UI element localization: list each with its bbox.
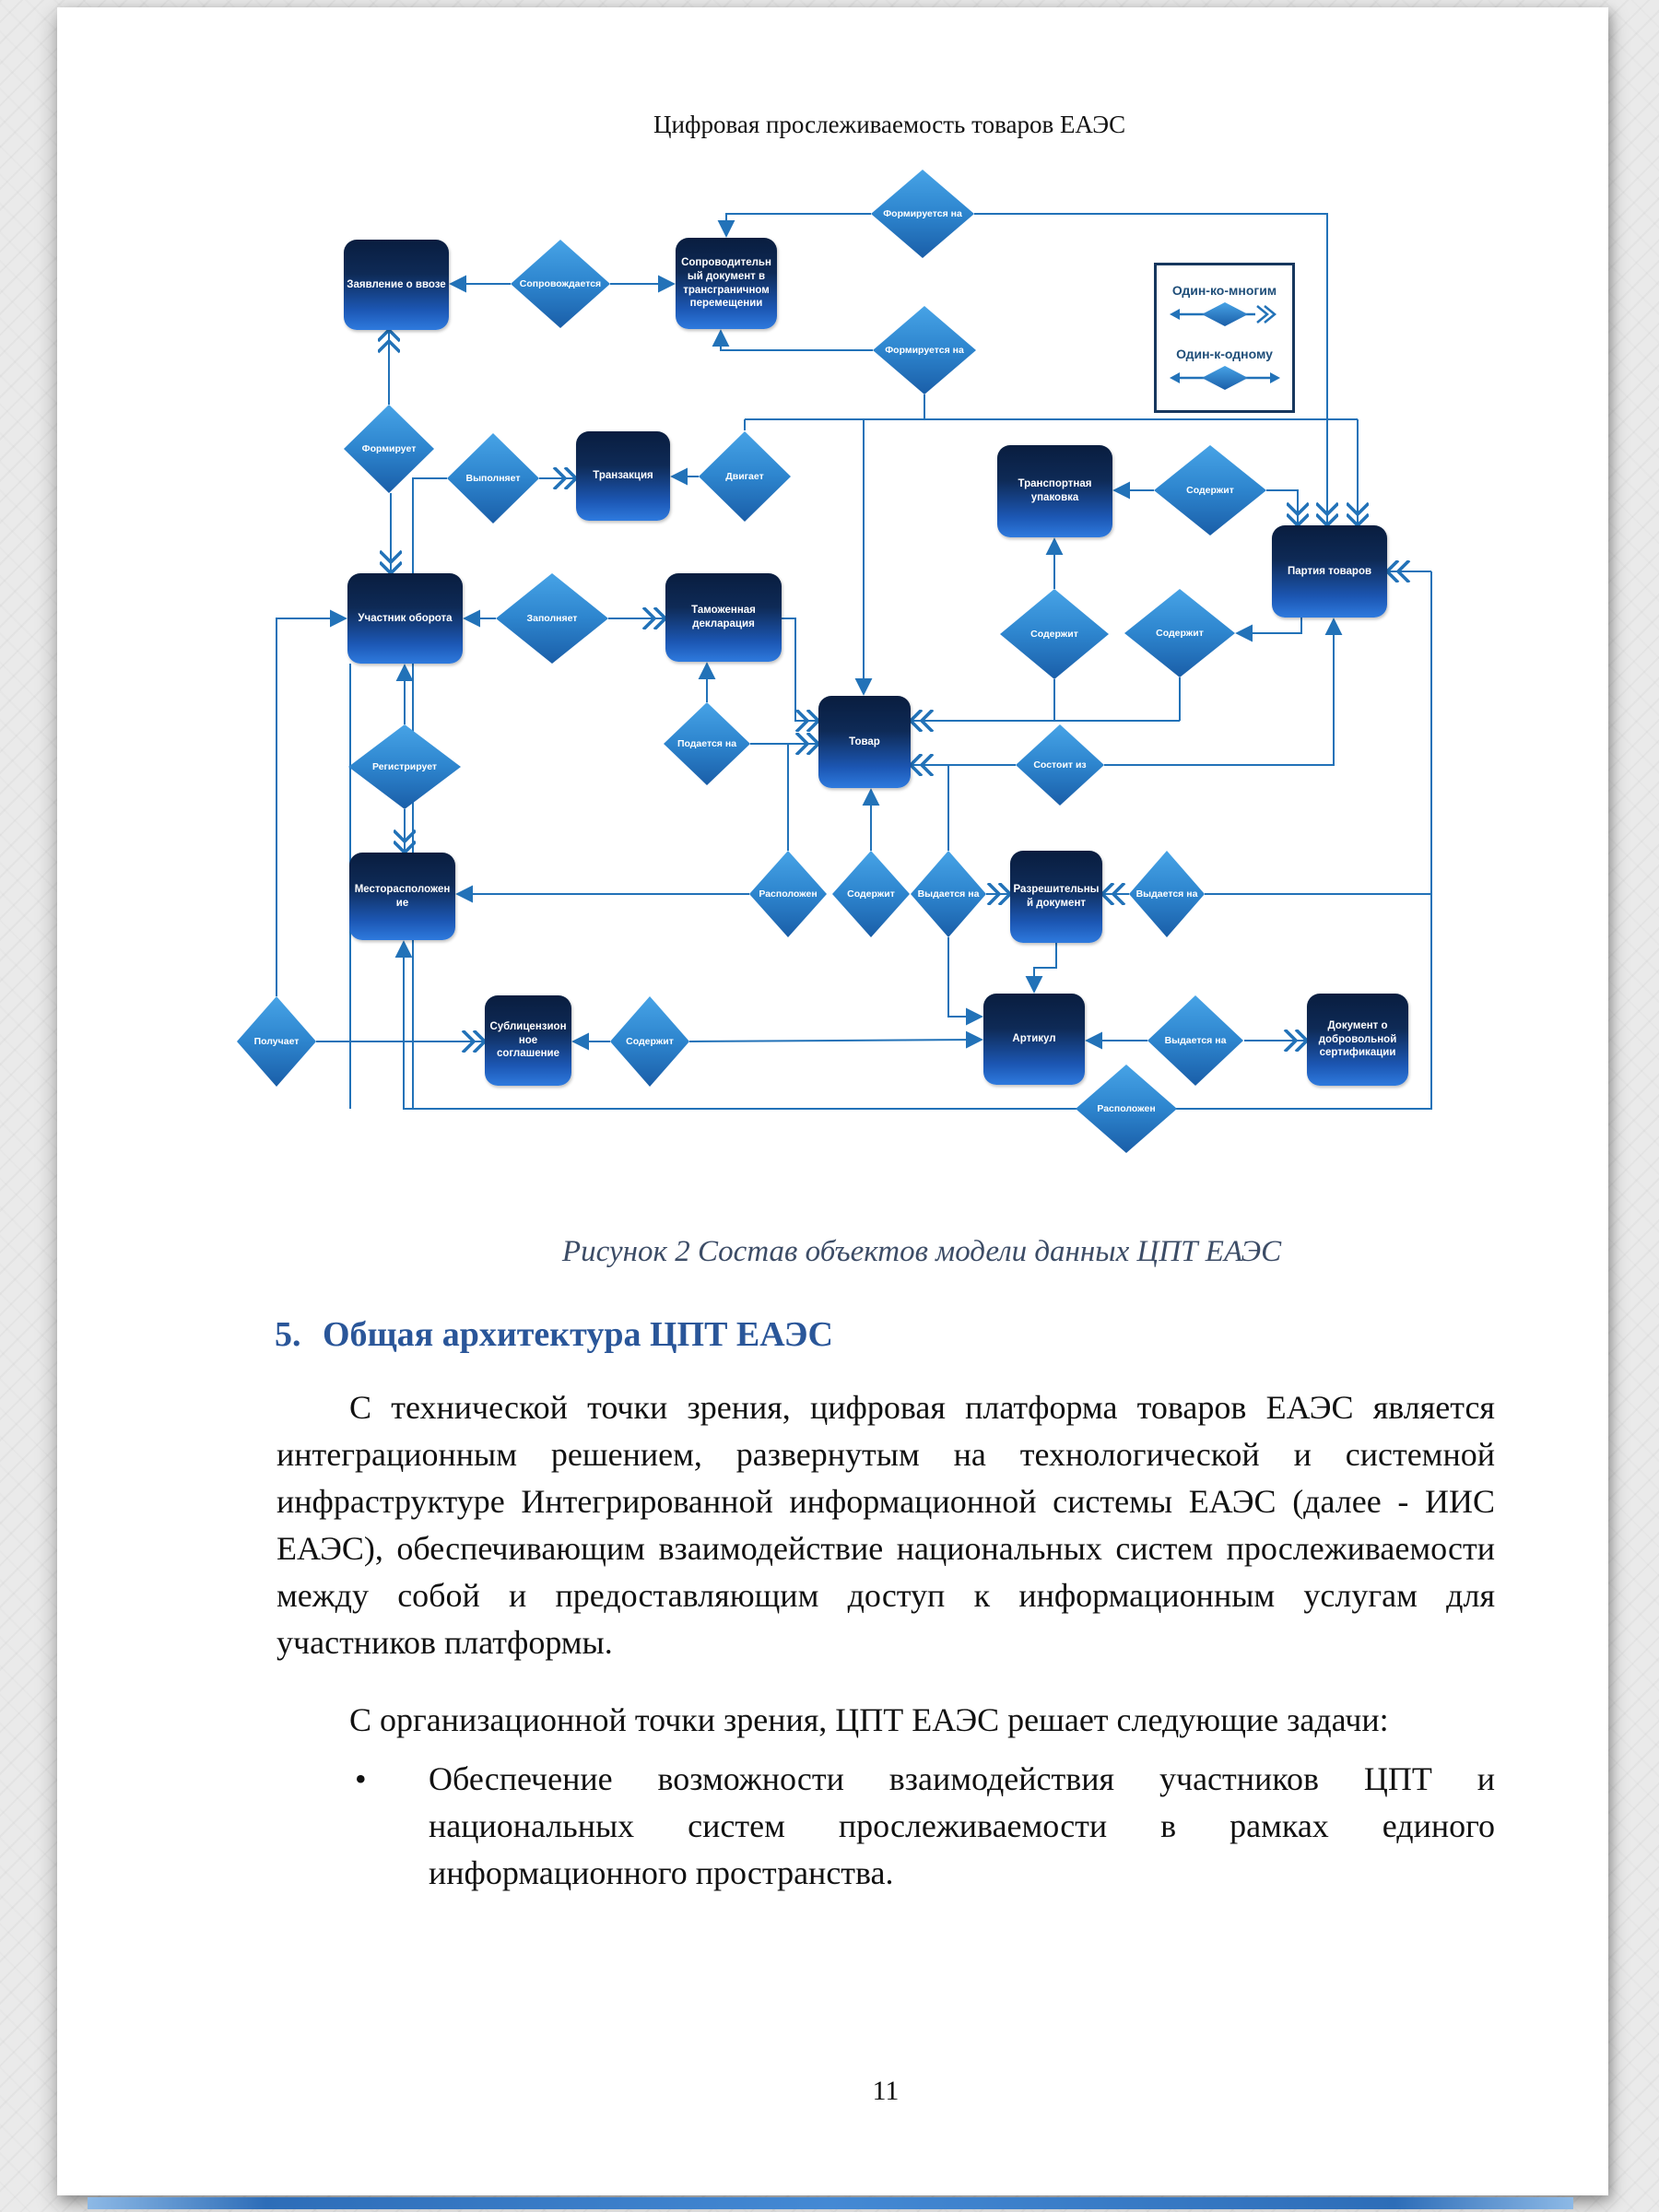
entity-label: Транспортная упаковка <box>1018 478 1092 503</box>
entity-sublicenz-soglashenie: Сублицензионное соглашение <box>485 995 571 1086</box>
entity-tovar: Товар <box>818 696 911 788</box>
legend-one-to-one-label: Один-к-одному <box>1176 347 1273 361</box>
one-to-one-icon <box>1169 366 1280 390</box>
relation-vydaetsya-na-2: Выдается на <box>1129 851 1205 937</box>
entity-label: Участник оборота <box>358 612 453 624</box>
entity-label: Сопроводительный документ в трансграничн… <box>681 256 771 310</box>
relation-label: Расположен <box>1097 1103 1156 1114</box>
relation-label: Выполняет <box>465 473 521 484</box>
one-to-many-icon <box>1169 302 1277 326</box>
entity-label: Артикул <box>1012 1033 1056 1045</box>
relation-soderzhit-4: Содержит <box>832 851 910 937</box>
entity-tamozh-deklaraciya: Таможенная декларация <box>665 573 782 662</box>
relation-label: Содержит <box>626 1036 674 1047</box>
relation-soderzhit-1: Содержит <box>1154 445 1266 535</box>
relation-formiruet: Формирует <box>344 405 434 493</box>
relation-label: Формируется на <box>883 208 962 219</box>
entity-partiya-tovarov: Партия товаров <box>1272 525 1387 618</box>
relation-soderzhit-5: Содержит <box>610 996 689 1087</box>
entity-label: Транзакция <box>593 470 653 482</box>
relation-label: Состоит из <box>1033 759 1087 771</box>
entity-uchastnik-oborota: Участник оборота <box>347 573 463 664</box>
figure-caption: Рисунок 2 Состав объектов модели данных … <box>561 1235 1282 1268</box>
entity-label: Таможенная декларация <box>691 605 756 629</box>
entity-transp-upakovka: Транспортная упаковка <box>997 445 1112 537</box>
relation-vydaetsya-na-1: Выдается на <box>911 851 986 937</box>
section-title: Общая архитектура ЦПТ ЕАЭС <box>323 1315 833 1354</box>
document-header: Цифровая прослеживаемость товаров ЕАЭС <box>653 111 1126 138</box>
relation-label: Формируется на <box>885 345 964 356</box>
relation-label: Содержит <box>1156 628 1204 639</box>
relation-label: Содержит <box>1030 629 1078 640</box>
relation-label: Выдается на <box>1164 1035 1227 1046</box>
relation-dvigaet: Двигает <box>699 431 791 522</box>
entity-label: Разрешительный документ <box>1013 884 1100 909</box>
entity-artikul: Артикул <box>983 994 1085 1085</box>
entity-soprovod-doc: Сопроводительный документ в трансграничн… <box>676 238 777 329</box>
relation-label: Подается на <box>677 738 737 749</box>
relation-label: Формирует <box>361 443 417 454</box>
relation-poluchaet: Получает <box>237 996 316 1087</box>
legend-one-to-many-label: Один-ко-многим <box>1171 283 1277 298</box>
body-paragraph-1: С технической точки зрения, цифровая пла… <box>276 1389 1495 1661</box>
relation-soderzhit-2: Содержит <box>1000 589 1109 679</box>
relation-label: Расположен <box>759 888 818 900</box>
relation-raspolozhen-2: Расположен <box>1076 1065 1177 1153</box>
entity-label: Партия товаров <box>1287 565 1372 577</box>
relation-sostoit-iz: Состоит из <box>1016 724 1104 806</box>
bullet-list-item: • Обеспечение возможности взаимодействия… <box>355 1756 1495 1897</box>
relation-label: Выдается на <box>917 888 980 900</box>
diagram-legend: Один-ко-многим Один-к-одному <box>1154 263 1295 413</box>
entity-tranzakciya: Транзакция <box>576 431 670 521</box>
relation-label: Получает <box>253 1036 300 1047</box>
relation-vydaetsya-na-3: Выдается на <box>1147 995 1243 1086</box>
diagram-nodes: Заявление о ввозе Сопроводительный докуме… <box>237 170 1408 1153</box>
relation-label: Двигает <box>725 471 764 482</box>
section-heading: 5. Общая архитектура ЦПТ ЕАЭС <box>275 1314 833 1355</box>
body-paragraph-2: С организационной точки зрения, ЦПТ ЕАЭС… <box>349 1701 1389 1738</box>
relation-formiruetsya-na-1: Формируется на <box>871 170 974 258</box>
entity-label: Месторасположение <box>354 883 451 909</box>
entity-razreshit-doc: Разрешительный документ <box>1010 851 1102 943</box>
relation-soderzhit-3: Содержит <box>1124 589 1235 677</box>
relation-label: Содержит <box>847 888 895 900</box>
relation-label: Сопровождается <box>519 278 602 289</box>
relation-vypolnyaet: Выполняет <box>447 433 539 524</box>
bullet-marker: • <box>355 1760 367 1797</box>
section-number: 5. <box>275 1315 301 1354</box>
entity-mestoraspolozhenie: Месторасположение <box>349 853 455 940</box>
entity-dobrovol-sert: Документ о добровольной сертификации <box>1307 994 1408 1086</box>
entity-label: Сублицензионное соглашение <box>489 1020 567 1060</box>
next-page-edge <box>88 2197 1573 2209</box>
entity-label: Заявление о ввозе <box>347 278 446 290</box>
relation-podaetsya-na: Подается на <box>664 702 750 785</box>
relation-label: Выдается на <box>1135 888 1198 900</box>
relation-registriruet: Регистрирует <box>348 724 461 809</box>
relation-zapolnyaet: Заполняет <box>496 573 608 664</box>
relation-label: Содержит <box>1186 485 1234 496</box>
entity-zayavlenie: Заявление о ввозе <box>344 240 449 330</box>
entity-label: Документ о добровольной сертификации <box>1318 1019 1397 1059</box>
relation-soprovozhdaetsya: Сопровождается <box>511 240 610 328</box>
bullet-text: Обеспечение возможности взаимодействия у… <box>429 1760 1495 1891</box>
relation-label: Регистрирует <box>371 761 438 772</box>
page-number: 11 <box>872 2076 900 2106</box>
relation-formiruetsya-na-2: Формируется на <box>873 306 976 394</box>
document-page: Цифровая прослеживаемость товаров ЕАЭС З… <box>57 7 1608 2195</box>
relation-label: Заполняет <box>526 613 578 624</box>
relation-raspolozhen-1: Расположен <box>749 851 827 937</box>
entity-label: Товар <box>849 735 880 747</box>
